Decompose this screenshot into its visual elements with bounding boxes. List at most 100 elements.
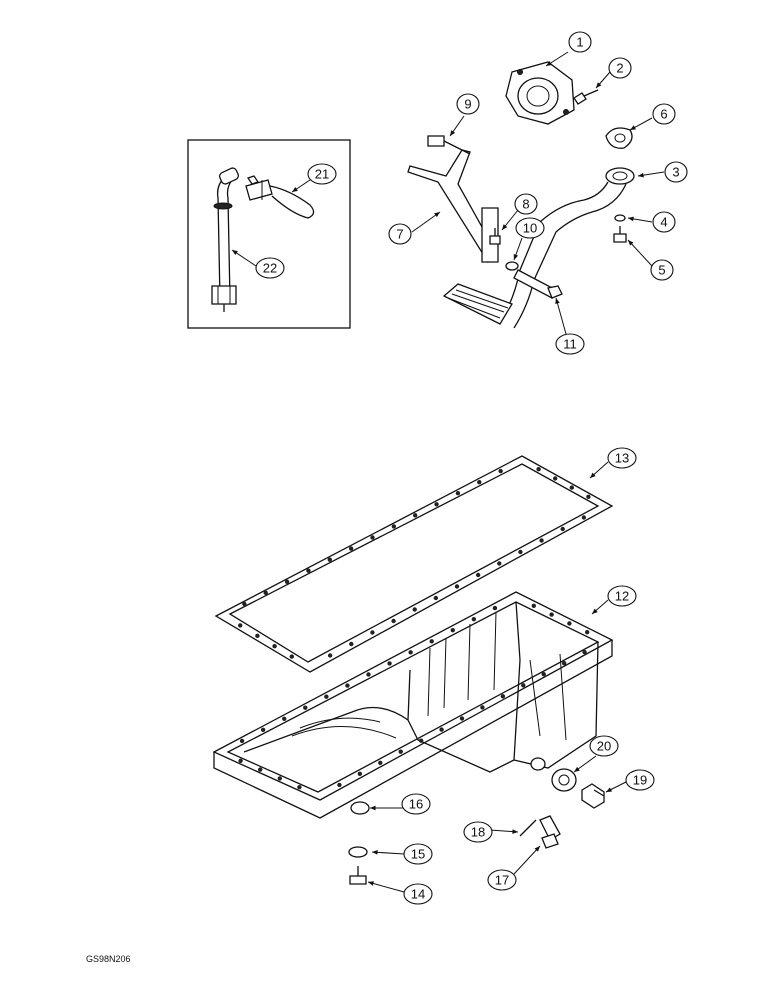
callout-circle <box>589 735 619 757</box>
callout-14: 14 <box>367 881 433 905</box>
arrowhead <box>368 881 374 886</box>
oil-pan <box>212 591 614 819</box>
clamp-nut <box>547 285 563 299</box>
callout-6: 6 <box>629 103 676 131</box>
callout-circle <box>403 883 433 905</box>
callout-3: 3 <box>637 161 688 183</box>
callout-number: 18 <box>471 825 485 840</box>
bolt-hole <box>412 607 417 612</box>
callout-circle <box>515 217 545 239</box>
leader-line <box>411 211 441 233</box>
bolt-hole <box>459 716 465 721</box>
bolt-hole <box>539 538 544 543</box>
bolt-hole <box>582 649 587 655</box>
bolt-hole <box>255 633 260 638</box>
callout-number: 21 <box>315 167 329 182</box>
callout-13: 13 <box>589 447 637 479</box>
bolt-hole <box>398 749 403 754</box>
callout-1: 1 <box>545 31 592 67</box>
bolt-hole <box>439 727 444 732</box>
bolt-hole <box>541 672 546 677</box>
arrowhead <box>232 250 238 256</box>
bolt-hole <box>567 621 572 626</box>
bolt-hole <box>242 601 247 607</box>
callout-5: 5 <box>627 239 674 281</box>
pump-bolt <box>573 89 599 105</box>
callout-number: 16 <box>409 797 423 812</box>
callout-number: 8 <box>522 197 529 212</box>
tube-washer <box>614 214 626 222</box>
bolt-hole <box>471 616 477 622</box>
bolt-hole <box>518 549 523 555</box>
dipstick-inset <box>187 139 351 329</box>
callout-circle <box>388 223 412 245</box>
callout-18: 18 <box>463 821 519 843</box>
bolt-hole <box>387 661 392 666</box>
callout-number: 5 <box>658 263 665 278</box>
callout-number: 11 <box>563 337 577 352</box>
bolt-hole <box>260 727 266 733</box>
bracket-bolt-upper <box>427 135 471 155</box>
bolt-hole <box>277 776 282 781</box>
bolt-hole <box>238 623 243 628</box>
bolt-hole <box>586 494 591 499</box>
bolt-hole <box>569 485 574 490</box>
bolt-hole <box>433 595 439 601</box>
arrowhead <box>606 787 612 792</box>
bolt-hole <box>500 694 506 699</box>
bolt-hole <box>477 479 482 485</box>
bolt-hole <box>418 738 424 743</box>
callout-number: 20 <box>597 739 611 754</box>
bolt-hole <box>348 546 354 551</box>
bolt-hole <box>429 639 434 644</box>
bolt-hole <box>284 579 290 584</box>
tube-bracket <box>407 149 499 264</box>
callout-10: 10 <box>513 217 545 261</box>
bolt-hole <box>561 660 567 666</box>
callout-number: 19 <box>633 773 647 788</box>
arrowhead <box>513 254 519 260</box>
pan-washer <box>350 801 370 815</box>
clamp-washer <box>505 261 519 271</box>
dipstick <box>245 175 315 219</box>
tube-bolt <box>613 226 627 243</box>
o-ring <box>519 819 537 837</box>
callout-17: 17 <box>487 845 541 891</box>
callout-number: 9 <box>464 97 471 112</box>
dipstick-tube <box>211 167 240 312</box>
arrowhead <box>434 212 440 218</box>
arrowhead <box>555 298 560 304</box>
arrowhead <box>546 61 552 66</box>
callout-circle <box>487 869 517 891</box>
callout-number: 3 <box>672 165 679 180</box>
bracket-bolt-lower <box>489 228 501 245</box>
arrowhead <box>502 224 508 230</box>
arrowhead <box>628 240 634 246</box>
arrowhead <box>638 172 644 178</box>
bolt-hole <box>366 672 371 677</box>
callout-4: 4 <box>627 211 676 233</box>
arrowhead <box>574 766 580 772</box>
bolt-hole <box>324 694 329 699</box>
bolt-hole <box>272 644 277 649</box>
arrowhead <box>592 608 598 614</box>
callout-circle <box>456 93 480 115</box>
callout-7: 7 <box>388 211 441 245</box>
bolt-hole <box>378 760 383 765</box>
callout-circle <box>514 193 538 215</box>
callout-16: 16 <box>370 793 431 815</box>
callout-circle <box>607 585 637 607</box>
callout-circle <box>403 843 433 865</box>
callout-circle <box>652 103 676 125</box>
arrowhead <box>590 472 596 478</box>
leader-line <box>367 881 405 893</box>
bolt-hole <box>455 491 461 496</box>
inset-frame <box>187 139 351 329</box>
pan-spacer <box>348 846 368 858</box>
arrowhead <box>630 125 636 130</box>
bolt-hole <box>370 630 375 635</box>
drain-washer <box>551 768 577 792</box>
callout-number: 14 <box>411 887 425 902</box>
bolt-hole <box>413 513 418 518</box>
